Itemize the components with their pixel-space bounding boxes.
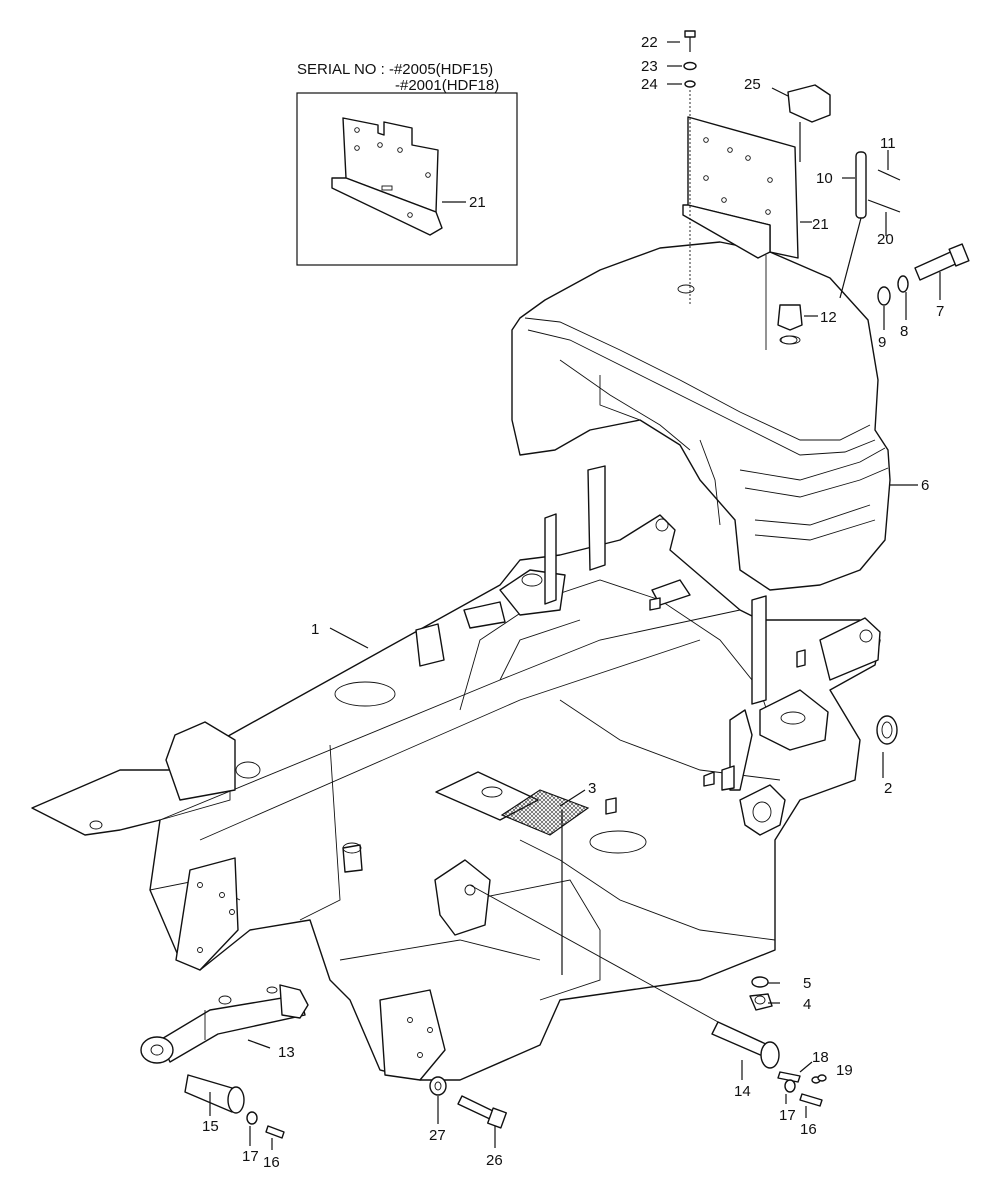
nut-4 (749, 993, 773, 1011)
callout-21-main: 21 (812, 216, 829, 233)
callout-1: 1 (311, 621, 319, 638)
pin-10 (839, 151, 867, 299)
callout-3: 3 (588, 780, 596, 797)
callout-6: 6 (921, 477, 929, 494)
cylinder-13 (140, 984, 309, 1064)
callout-20: 20 (877, 231, 894, 248)
washer-8 (897, 275, 909, 293)
bush-2 (876, 715, 898, 745)
callout-21-inset: 21 (469, 194, 486, 211)
callout-4: 4 (803, 996, 811, 1013)
bolt-16a (265, 1125, 285, 1139)
callout-7: 7 (936, 303, 944, 320)
callout-12: 12 (820, 309, 837, 326)
callout-5: 5 (803, 975, 811, 992)
bolt-22 (684, 30, 696, 52)
inset-frame (296, 92, 518, 266)
bolt-26 (457, 1095, 508, 1129)
callout-26: 26 (486, 1152, 503, 1169)
callout-23: 23 (641, 58, 658, 75)
serial-inset: SERIAL NO : -#2005(HDF15) -#2001(HDF18) (296, 61, 518, 266)
callout-17-a: 17 (242, 1148, 259, 1165)
callout-9: 9 (878, 334, 886, 351)
washer-9 (877, 286, 891, 306)
pin-18 (777, 1071, 801, 1083)
main-frame (31, 465, 881, 1081)
washer-23 (683, 61, 697, 71)
leader-lines (209, 41, 941, 1150)
washer-17b (784, 1079, 796, 1093)
callout-16-a: 16 (263, 1154, 280, 1171)
pin-20 (867, 199, 901, 213)
callout-8: 8 (900, 323, 908, 340)
callout-19: 19 (836, 1062, 853, 1079)
serial-label: SERIAL NO : -#2005(HDF15) (297, 61, 493, 78)
cap-12 (777, 304, 803, 345)
callout-2: 2 (884, 780, 892, 797)
pin-19 (811, 1074, 827, 1084)
washer-24 (684, 80, 696, 88)
bolt-7 (914, 243, 970, 281)
callout-13: 13 (278, 1044, 295, 1061)
callout-labels: 1 2 3 4 5 6 7 8 9 10 11 12 13 14 15 16 1… (202, 34, 944, 1171)
washer-27 (429, 1076, 447, 1096)
pin-14 (469, 884, 780, 1069)
callout-24: 24 (641, 76, 658, 93)
washer-5 (751, 976, 769, 988)
callout-10: 10 (816, 170, 833, 187)
callout-22: 22 (641, 34, 658, 51)
callout-17-b: 17 (779, 1107, 796, 1124)
callout-18: 18 (812, 1049, 829, 1066)
bracket-plate (682, 90, 799, 350)
pin-11 (877, 169, 901, 181)
serial-label-2: -#2001(HDF18) (395, 77, 499, 94)
washer-17a (246, 1111, 258, 1125)
counterweight (511, 241, 891, 591)
lamp-25 (787, 84, 831, 162)
callout-15: 15 (202, 1118, 219, 1135)
callout-14: 14 (734, 1083, 751, 1100)
callout-11: 11 (880, 135, 896, 152)
inset-bracket-21 (331, 117, 443, 236)
bolt-16b (799, 1093, 823, 1107)
callout-27: 27 (429, 1127, 446, 1144)
pin-15 (184, 1074, 245, 1114)
callout-16-b: 16 (800, 1121, 817, 1138)
callout-25: 25 (744, 76, 761, 93)
